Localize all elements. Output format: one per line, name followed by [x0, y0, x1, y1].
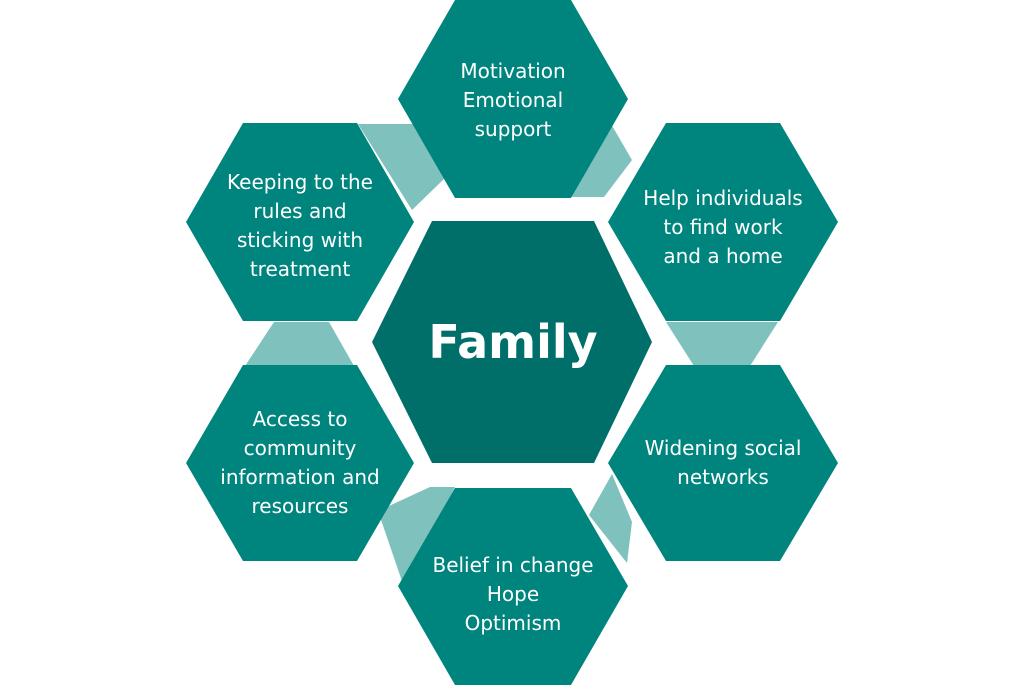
hexagon-upper-left — [186, 123, 414, 321]
connector-top-upper-right — [572, 105, 632, 197]
connector-layer — [245, 105, 778, 590]
hexagon-layer — [186, 0, 838, 685]
center-hexagon — [372, 221, 652, 463]
node-label-top: Motivation Emotional support — [460, 58, 566, 141]
node-label-lower-left: Access to community information and reso… — [220, 407, 380, 518]
hexagon-bottom — [398, 488, 628, 685]
hexagon-top — [398, 0, 628, 198]
connector-lower-left-upper-left — [245, 322, 354, 366]
node-label-lower-right: Widening social networks — [644, 436, 802, 489]
connector-lower-right-bottom — [589, 474, 632, 563]
node-label-upper-right: Help individuals to find work and a home — [643, 185, 803, 268]
node-label-bottom: Belief in change Hope Optimism — [432, 552, 594, 635]
center-label: Family — [428, 315, 598, 369]
connector-bottom-lower-left — [378, 487, 455, 590]
node-label-upper-left: Keeping to the rules and sticking with t… — [227, 170, 373, 281]
connector-upper-left-top — [358, 124, 446, 210]
hexagon-lower-right — [608, 365, 838, 561]
hexagon-lower-left — [186, 365, 414, 561]
hexagon-upper-right — [608, 123, 838, 321]
connector-upper-right-lower-right — [666, 322, 778, 366]
